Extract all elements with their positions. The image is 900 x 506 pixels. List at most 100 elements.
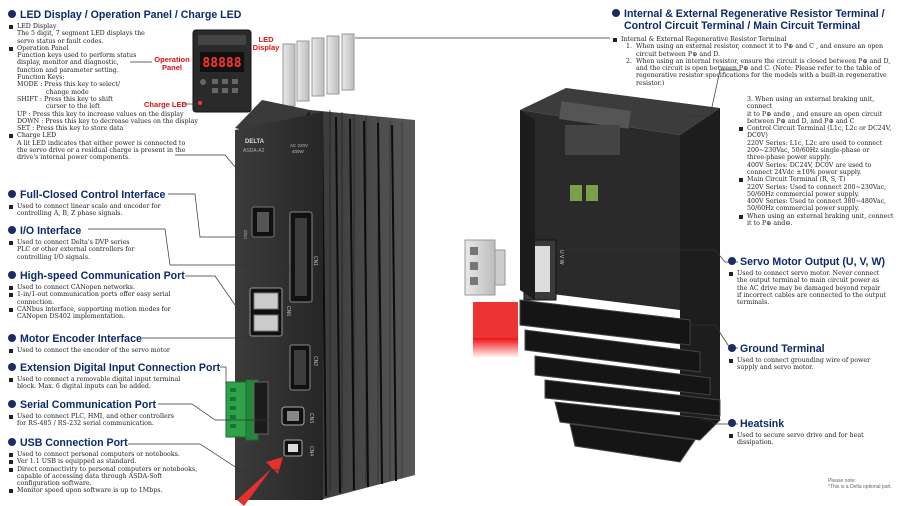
text-line: if incorrect cables are connected to the… xyxy=(737,291,886,299)
text-line: controlling I/O signals. xyxy=(17,253,90,261)
svg-text:CN2: CN2 xyxy=(312,356,318,366)
bullet-line: Used to connect grounding wire of power xyxy=(728,357,900,364)
bullet-line: Used to connect linear scale and encoder… xyxy=(8,203,228,210)
bullet-line: Direct connectivity to personal computer… xyxy=(8,466,238,473)
bullet-line: Used to secure servo drive and for heat xyxy=(728,432,900,439)
heading-heatsink: Heatsink xyxy=(728,418,900,430)
text-line: SET : Press this key to store data xyxy=(17,125,124,133)
bullet-dot-icon xyxy=(8,400,16,408)
heading-usb: USB Connection Port xyxy=(8,437,238,449)
bullet-dot-icon xyxy=(612,9,620,17)
bullet-line: Control Circuit Terminal (L1c, L2c or DC… xyxy=(738,125,900,132)
heading-terminals-1: Internal & External Regenerative Resisto… xyxy=(612,8,900,20)
item-text: When using an internal resistor, ensure … xyxy=(636,57,891,65)
servo-drive-front: DELTA ASDA-A2 AC 220V 400W CN5 CN1 CN6 C… xyxy=(225,100,415,500)
terminal-resistor-text: Internal & External Regenerative Resisto… xyxy=(612,36,900,87)
item-number: 1. xyxy=(626,43,633,51)
section-hs-comm: High-speed Communication Port Used to co… xyxy=(8,270,228,320)
body-serial: Used to connect PLC, HMI, and other cont… xyxy=(8,413,228,428)
text-line: capable of accessing data through ASDA-S… xyxy=(17,472,163,480)
text-line: drive's internal power components. xyxy=(17,154,131,162)
text-line: SHIFT : Press this key to shift xyxy=(17,95,113,103)
red-arrow-icon xyxy=(473,302,518,338)
heading-hs-comm: High-speed Communication Port xyxy=(8,270,228,282)
bullet-dot-icon xyxy=(8,334,16,342)
text-line: block. Max. 6 digital inputs can be adde… xyxy=(17,383,151,391)
bullet-line: 1-in/1-out communication ports offer eas… xyxy=(8,291,228,298)
bullet-dot-icon xyxy=(8,438,16,446)
footnote: Please note: *This is a Delta optional p… xyxy=(828,478,900,490)
text-line: dissipation. xyxy=(737,439,774,447)
text-line: A lit LED indicates that either power is… xyxy=(17,139,186,147)
text-line: it to P⊕ and⊖ , and ensure an open circu… xyxy=(747,110,883,118)
bullet-line: Ver 1.1 USB is equipped as standard. xyxy=(8,458,238,465)
numbered-line: resistor.) xyxy=(626,80,900,87)
bullet-line: Charge LED xyxy=(8,132,243,139)
heading-motor-output: Servo Motor Output (U, V, W) xyxy=(728,256,900,268)
section-led-display: LED Display / Operation Panel / Charge L… xyxy=(8,9,243,162)
text-line: servo status or fault codes. xyxy=(17,37,104,45)
text-line: MODE : Press this key to select/ xyxy=(17,81,120,89)
text-line: DOWN : Press this key to decrease values… xyxy=(17,117,198,125)
section-ground: Ground Terminal Used to connect groundin… xyxy=(728,343,900,372)
text-line: configuration software. xyxy=(17,480,92,488)
svg-text:CN4: CN4 xyxy=(308,446,314,456)
callout-operation-panel: Operation Panel xyxy=(154,55,190,72)
bullet-line: Used to connect the encoder of the servo… xyxy=(8,347,228,354)
text-line: 220V Series: Used to connect 200~230Vac, xyxy=(747,183,887,191)
section-full-closed: Full-Closed Control Interface Used to co… xyxy=(8,189,228,218)
bullet-line: LED Display xyxy=(8,23,243,30)
body-encoder: Used to connect the encoder of the servo… xyxy=(8,347,228,354)
text-line: controlling A, B, Z phase signals. xyxy=(17,210,123,218)
text-line: UP : Press this key to increase values o… xyxy=(17,110,184,118)
numbered-line: circuit between P⊕ and D. xyxy=(626,51,900,58)
text-line: it to P⊕ and⊖. xyxy=(747,220,793,228)
text-line: the AC drive may be damaged beyond repai… xyxy=(737,284,881,292)
text-line: 220V Series: L1c, L2c are used to connec… xyxy=(747,139,883,147)
text-line: 400V Series: Used to connect 380~480Vac, xyxy=(747,198,887,206)
text-line: PLC or other external controllers for xyxy=(17,246,135,254)
text-line: three-phase power supply. xyxy=(747,154,832,162)
bullet-line: Used to connect CANopen networks. xyxy=(8,284,228,291)
text-line: display, monitor and diagnostic, xyxy=(17,59,119,67)
heading-ext-input: Extension Digital Input Connection Port xyxy=(8,362,228,374)
body-motor-output: Used to connect servo motor. Never conne… xyxy=(728,270,900,306)
bullet-line: Used to connect servo motor. Never conne… xyxy=(728,270,900,277)
callout-charge-led: Charge LED xyxy=(144,100,187,109)
motor-plug-connector xyxy=(464,239,506,296)
text-line: the servo drive or a residual charge is … xyxy=(17,147,186,155)
text-line: cursor to the left xyxy=(46,103,100,111)
text-line: CANopen DS402 implementation. xyxy=(17,313,126,321)
numbered-line: 1.When using an external resistor, conne… xyxy=(626,43,900,50)
text-line: function and parameter setting. xyxy=(17,66,119,74)
terminal-items: 1.When using an external resistor, conne… xyxy=(612,43,900,87)
text-line: terminals. xyxy=(737,299,770,307)
text-line: 200~230Vac, 50/60Hz single-phase or xyxy=(747,147,870,155)
bullet-dot-icon xyxy=(8,363,16,371)
bullet-dot-icon xyxy=(728,257,736,265)
servo-drive-rear: Motor U V W xyxy=(518,88,722,463)
text-line: Function keys used to perform status xyxy=(17,52,137,60)
terminal-control-text: 3. When using an external braking unit, … xyxy=(738,96,900,227)
bullet-line: When using an external braking unit, con… xyxy=(738,213,900,220)
bullet-line: Used to connect a removable digital inpu… xyxy=(8,376,228,383)
heading-terminals-2: Control Circuit Terminal / Main Circuit … xyxy=(624,20,861,32)
text-line: connect 24Vdc ±10% power supply. xyxy=(747,168,862,176)
item-text: When using an external resistor, connect… xyxy=(636,43,884,51)
section-terminals: Internal & External Regenerative Resisto… xyxy=(612,8,900,32)
body-usb: Used to connect personal computers or no… xyxy=(8,451,238,495)
terminal-blocks-top xyxy=(282,33,355,107)
text-line: DC0V) xyxy=(747,132,768,140)
text-line: supply and servo motor. xyxy=(737,364,814,372)
bullet-line: Monitor speed upon software is up to 1Mb… xyxy=(8,487,238,494)
bullet-line: Main Circuit Terminal (R, S, T) xyxy=(738,176,900,183)
footnote-line-2: *This is a Delta optional part. xyxy=(828,484,892,490)
bullet-dot-icon xyxy=(728,344,736,352)
svg-text:400W: 400W xyxy=(292,149,305,154)
section-io-interface: I/O Interface Used to connect Delta's DV… xyxy=(8,225,228,261)
bullet-dot-icon xyxy=(8,226,16,234)
item-number: 2. xyxy=(626,57,633,65)
svg-text:ASDA-A2: ASDA-A2 xyxy=(243,148,265,154)
bullet-dot-icon xyxy=(8,271,16,279)
